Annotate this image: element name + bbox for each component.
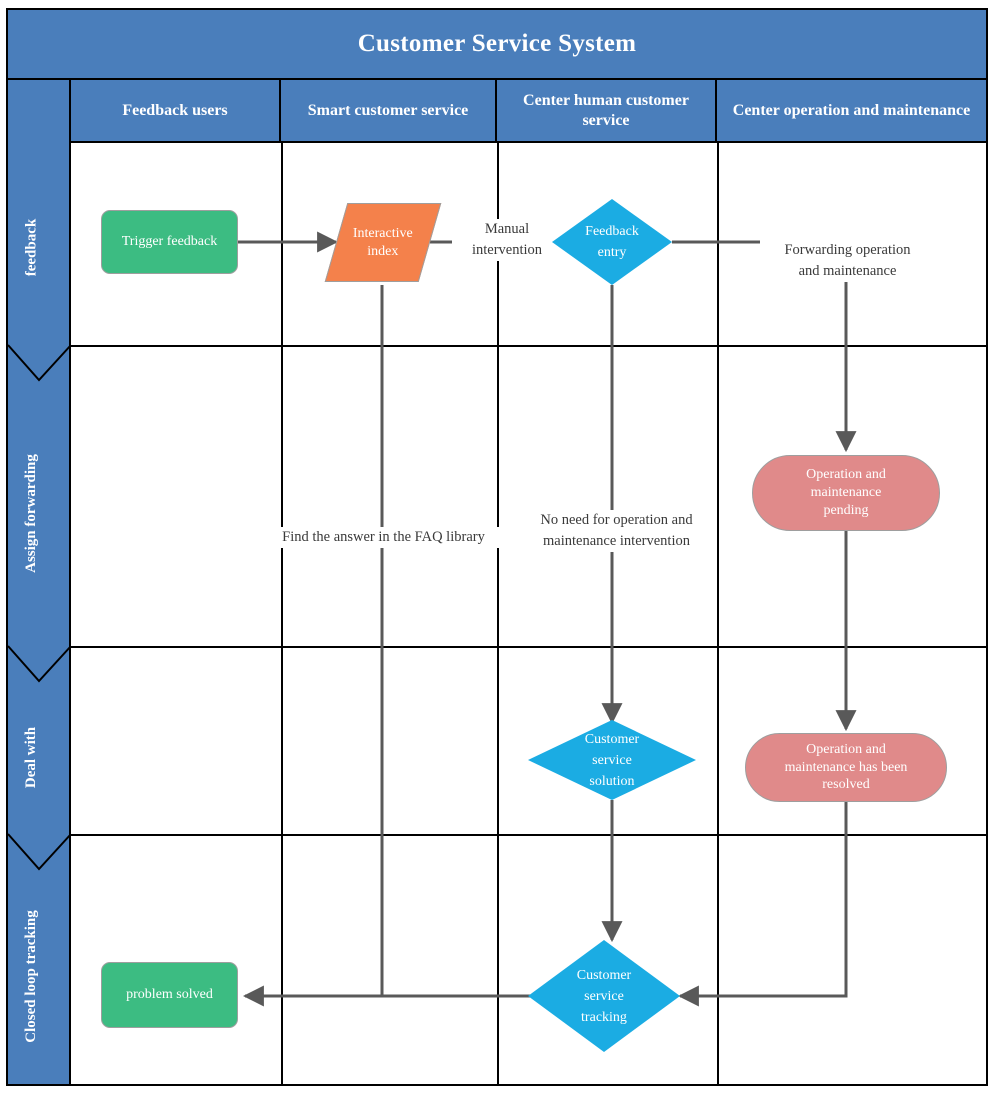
edge-label-forwarding-operation-and-maintenance: Forwarding operation and maintenance	[760, 240, 935, 283]
lane-header-center-human-customer-service: Center human customer service	[497, 80, 717, 143]
lane-divider-1	[281, 143, 283, 1084]
node-feedback-entry[interactable]: Feedback entry	[552, 199, 672, 285]
interactive-index-line-2: index	[367, 243, 399, 259]
phase-divider-3	[71, 834, 986, 836]
node-operation-and-maintenance-pending[interactable]: Operation and maintenance pending	[752, 455, 940, 531]
forwarding-line-1: Forwarding operation	[784, 242, 911, 258]
diagram-title: Customer Service System	[8, 10, 986, 80]
node-operation-and-maintenance-has-been-resolved[interactable]: Operation and maintenance has been resol…	[745, 733, 947, 802]
forwarding-line-2: and maintenance	[798, 263, 897, 280]
phase-divider-2	[71, 646, 986, 648]
node-trigger-feedback[interactable]: Trigger feedback	[101, 210, 238, 274]
no-need-line-2: maintenance intervention	[543, 533, 690, 550]
manual-intervention-line-1: Manual	[484, 221, 530, 237]
phase-label-assign-forwarding: Assign forwarding	[23, 453, 40, 573]
phase-label-deal-with: Deal with	[23, 726, 39, 789]
node-customer-service-solution[interactable]: Customer service solution	[528, 720, 696, 800]
om-resolved-line-2: maintenance has been	[784, 759, 908, 775]
phase-divider-1	[71, 345, 986, 347]
lane-header-smart-customer-service: Smart customer service	[281, 80, 497, 143]
lane-divider-3	[717, 143, 719, 1084]
edge-label-no-need-for-om-intervention: No need for operation and maintenance in…	[518, 510, 715, 553]
interactive-index-line-1: Interactive	[353, 225, 413, 241]
om-pending-line-2: maintenance	[810, 485, 882, 501]
phase-label-closed-loop-tracking: Closed loop tracking	[23, 910, 40, 1043]
om-pending-line-1: Operation and	[806, 467, 886, 483]
edge-label-manual-intervention: Manual intervention	[452, 219, 562, 262]
om-resolved-line-1: Operation and	[806, 741, 886, 757]
phase-label-feedback: feedback	[23, 218, 39, 277]
lane-divider-2	[497, 143, 499, 1084]
lane-header-center-operation-and-maintenance: Center operation and maintenance	[717, 80, 986, 143]
lane-header-feedback-users: Feedback users	[71, 80, 281, 143]
diagram-frame	[6, 8, 988, 1086]
no-need-line-1: No need for operation and	[540, 512, 693, 528]
edge-label-faq-library: Find the answer in the FAQ library	[256, 527, 511, 549]
manual-intervention-line-2: intervention	[471, 242, 543, 259]
om-pending-line-3: pending	[823, 502, 869, 518]
node-problem-solved[interactable]: problem solved	[101, 962, 238, 1028]
phase-strip	[8, 80, 71, 1084]
om-resolved-line-3: resolved	[822, 777, 870, 793]
node-customer-service-tracking[interactable]: Customer service tracking	[528, 940, 680, 1052]
